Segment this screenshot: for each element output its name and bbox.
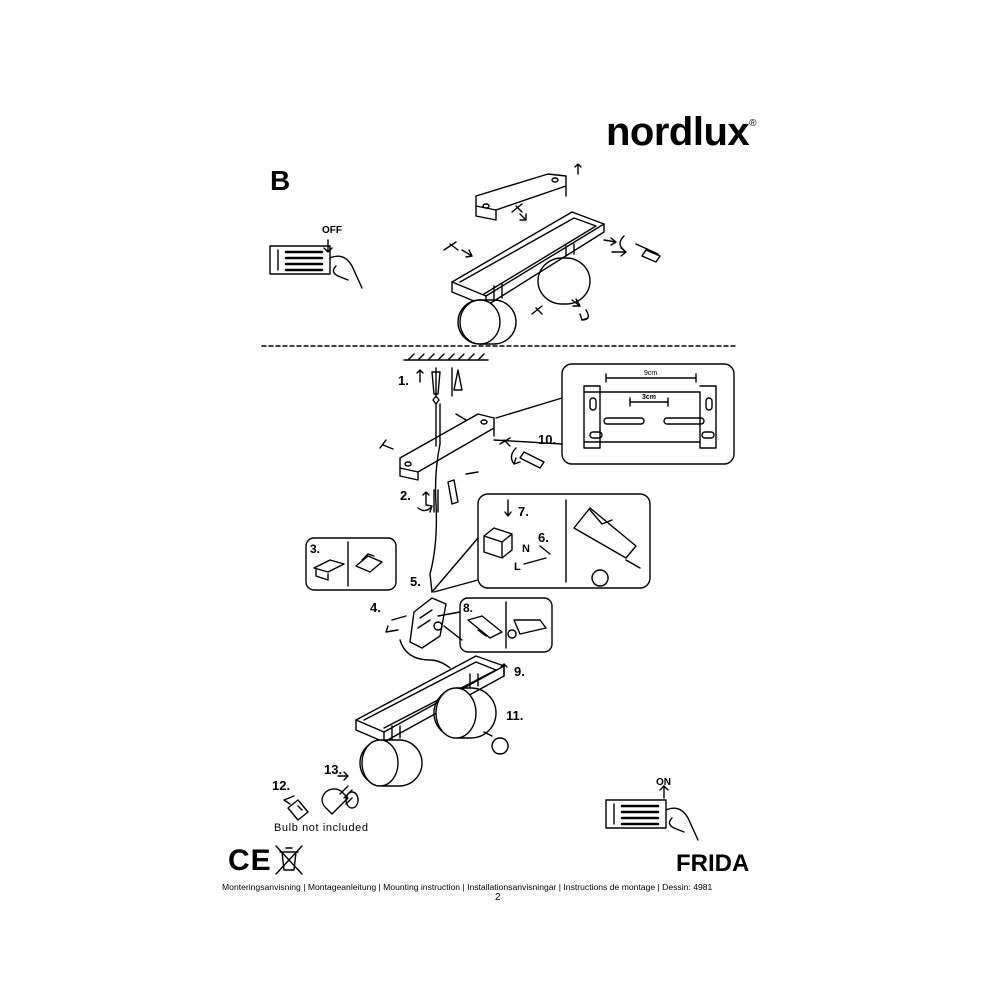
callout-lines [431, 537, 479, 593]
step-label-12: 12. [272, 778, 290, 793]
fuse-box [269, 245, 331, 275]
wire-label-l: L [514, 561, 521, 573]
step-label-13: 13. [324, 762, 342, 777]
step-label-1: 1. [398, 373, 409, 388]
arrow-up-icon [574, 163, 582, 175]
switch-off-label: OFF [322, 225, 342, 236]
detail-box-3 [305, 537, 397, 591]
section-label: B [270, 165, 291, 196]
dimension-outer: 9cm [644, 370, 657, 377]
step-label-5: 5. [410, 574, 421, 589]
product-name: FRIDA [676, 850, 750, 877]
retaining-ring [345, 791, 359, 809]
crossed-bin-icon [275, 845, 303, 875]
screw-step-10 [499, 437, 545, 469]
switch-off-illustration: OFF [269, 225, 363, 289]
ce-mark: CE [228, 844, 272, 877]
screws-top [443, 203, 661, 321]
arrow-up-icon [422, 479, 459, 513]
arrow-down-icon [323, 239, 333, 253]
mounting-bracket-top [475, 163, 582, 221]
step-label-2: 2. [400, 488, 411, 503]
internal-cable [399, 639, 451, 669]
step-label-11: 11. [506, 708, 523, 723]
dimension-callout: 9cm 3cm [561, 363, 735, 465]
step-label-4: 4. [370, 600, 381, 615]
bulb-illustration [283, 771, 359, 821]
spot-lamp [537, 257, 591, 305]
ceiling-symbol [403, 353, 489, 361]
mains-cable [429, 443, 441, 593]
hand-icon [329, 255, 363, 289]
end-cap [483, 731, 509, 755]
screwdriver-icon [519, 451, 545, 469]
step-label-10: 10. [538, 432, 556, 447]
wall-plugs [416, 367, 463, 447]
switch-on-illustration: ON [605, 777, 699, 841]
bulb-note: Bulb not included [274, 822, 369, 834]
logo-text: nordlux [606, 110, 750, 154]
mounting-bracket [379, 413, 495, 593]
footer-text: Monteringsanvisning | Montageanleitung |… [222, 882, 713, 892]
step-label-9: 9. [514, 664, 525, 679]
spot-lamp [359, 739, 423, 787]
rail-bottom [355, 655, 509, 787]
hand-icon [665, 807, 699, 841]
arrow-up-icon [416, 369, 424, 383]
arrow-up-icon [659, 785, 669, 799]
screwdriver-icon [635, 243, 661, 263]
callout-lines [437, 611, 463, 641]
page-number: 2 [495, 892, 501, 903]
detail-box-8 [459, 597, 553, 653]
step-label-7: 7. [518, 504, 529, 519]
step-label-6: 6. [538, 530, 549, 545]
switch-on-label: ON [656, 777, 671, 788]
detail-box-6-7 [477, 493, 651, 589]
brand-logo: nordlux® [606, 110, 757, 155]
dimension-inner: 3cm [642, 394, 656, 401]
arrow-up-icon [500, 663, 508, 677]
spot-lamp [457, 299, 517, 345]
rail-top [451, 211, 605, 345]
step-label-8: 8. [463, 601, 473, 615]
step-label-3: 3. [310, 542, 320, 556]
fuse-box [605, 799, 667, 829]
terminal-connector [385, 597, 451, 669]
arrow-down-icon [504, 499, 512, 517]
registered-mark: ® [749, 118, 757, 129]
spot-lamp [433, 687, 497, 739]
wire-label-n: N [522, 543, 530, 555]
